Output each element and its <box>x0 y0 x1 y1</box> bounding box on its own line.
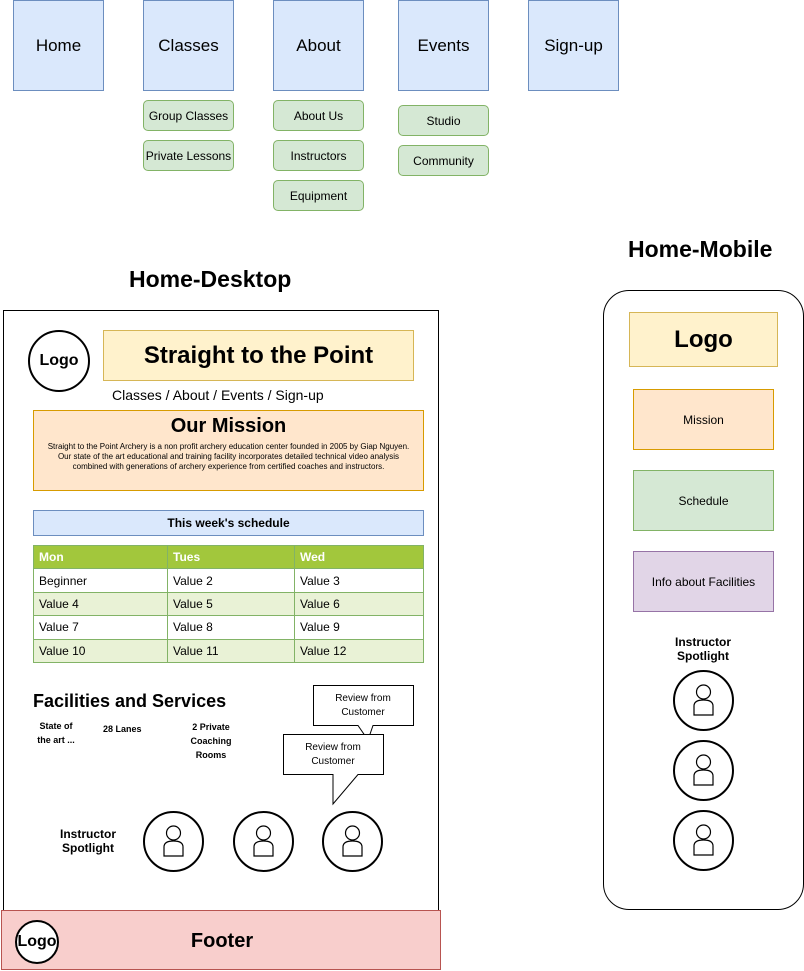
nav-about[interactable]: About <box>273 0 364 91</box>
user-icon <box>693 754 714 786</box>
table-row: Value 7 Value 8 Value 9 <box>33 615 424 640</box>
nav-home-label: Home <box>35 35 82 55</box>
mission-text: Straight to the Point Archery is a non p… <box>47 442 410 471</box>
instructor-avatar[interactable] <box>673 810 734 871</box>
facility-private-rooms: 2 Private Coaching Rooms <box>190 722 232 760</box>
user-icon <box>693 684 714 716</box>
mobile-logo[interactable]: Logo <box>629 312 778 367</box>
mobile-facilities-label: Info about Facilities <box>651 574 756 589</box>
table-cell: Value 10 <box>33 638 168 664</box>
footer: Footer <box>1 910 441 970</box>
desktop-heading: Home-Desktop <box>129 266 292 292</box>
footer-label-text: Footer <box>190 929 254 952</box>
nav-events[interactable]: Events <box>398 0 489 91</box>
instructor-avatar[interactable] <box>673 740 734 801</box>
mobile-instructor-spotlight-label: Instructor Spotlight <box>674 635 731 663</box>
nav-classes-label: Classes <box>158 35 219 55</box>
schedule-header-mon: Mon <box>33 544 168 570</box>
instructor-avatar[interactable] <box>143 811 204 872</box>
table-cell: Value 5 <box>167 591 295 617</box>
user-icon <box>693 824 714 856</box>
mobile-schedule-label: Schedule <box>678 493 729 508</box>
sub-community-label: Community <box>413 153 474 168</box>
schedule-header-wed: Wed <box>294 544 424 570</box>
nav-events-label: Events <box>417 35 470 55</box>
table-cell: Value 9 <box>294 615 424 640</box>
facility-state-of-art: State of the art ... <box>37 721 75 745</box>
schedule-header-row: Mon Tues Wed <box>33 544 424 570</box>
schedule-title-bar: This week's schedule <box>33 510 424 536</box>
user-icon <box>163 825 184 857</box>
desktop-logo[interactable]: Logo <box>28 330 90 392</box>
sub-equipment-label: Equipment <box>289 188 348 203</box>
schedule-title: This week's schedule <box>167 516 290 530</box>
table-cell: Value 4 <box>33 591 168 617</box>
desktop-logo-label: Logo <box>39 352 79 369</box>
footer-label: Footer <box>2 911 442 971</box>
user-icon <box>253 825 274 857</box>
sub-about-us-label: About Us <box>293 108 344 123</box>
review-1-text: Review from Customer <box>335 693 391 718</box>
footer-logo[interactable]: Logo <box>15 920 59 964</box>
mobile-mission-label: Mission <box>683 412 724 427</box>
instructor-avatar[interactable] <box>673 670 734 731</box>
site-banner: Straight to the Point <box>103 330 414 381</box>
table-cell: Value 6 <box>294 591 424 617</box>
nav-home[interactable]: Home <box>13 0 104 91</box>
nav-about-label: About <box>296 35 341 55</box>
review-2-text: Review from Customer <box>305 742 361 767</box>
user-icon <box>342 825 363 857</box>
footer-logo-label: Logo <box>17 933 57 950</box>
sub-group-classes-label: Group Classes <box>148 108 229 123</box>
mobile-facilities[interactable]: Info about Facilities <box>633 551 774 612</box>
desktop-instructor-spotlight-label: Instructor Spotlight <box>59 827 116 855</box>
mobile-logo-label: Logo <box>674 325 733 353</box>
mobile-schedule[interactable]: Schedule <box>633 470 774 531</box>
site-banner-title: Straight to the Point <box>143 341 374 369</box>
sub-private-lessons-label: Private Lessons <box>145 148 232 163</box>
table-cell: Value 3 <box>294 568 424 593</box>
review-callout-1: Review from Customer <box>313 685 414 741</box>
table-row: Value 10 Value 11 Value 12 <box>33 638 424 664</box>
schedule-table: Mon Tues Wed Beginner Value 2 Value 3 Va… <box>33 544 424 664</box>
sub-group-classes[interactable]: Group Classes <box>143 100 234 131</box>
instructor-avatar[interactable] <box>233 811 294 872</box>
table-cell: Beginner <box>33 568 168 593</box>
mobile-heading: Home-Mobile <box>628 236 773 262</box>
table-row: Value 4 Value 5 Value 6 <box>33 591 424 617</box>
facilities-title: Facilities and Services <box>33 691 227 711</box>
nav-classes[interactable]: Classes <box>143 0 234 91</box>
table-cell: Value 7 <box>33 615 168 640</box>
sub-instructors[interactable]: Instructors <box>273 140 364 171</box>
sub-studio[interactable]: Studio <box>398 105 489 136</box>
review-callout-1-shape <box>313 685 414 741</box>
sub-about-us[interactable]: About Us <box>273 100 364 131</box>
table-row: Beginner Value 2 Value 3 <box>33 568 424 593</box>
schedule-header-tues: Tues <box>167 544 295 570</box>
table-cell: Value 11 <box>167 638 295 664</box>
sub-private-lessons[interactable]: Private Lessons <box>143 140 234 171</box>
desktop-nav-links[interactable]: Classes / About / Events / Sign-up <box>112 387 324 403</box>
mission-title: Our Mission <box>170 415 287 437</box>
table-cell: Value 8 <box>167 615 295 640</box>
nav-signup-label: Sign-up <box>544 35 603 55</box>
sub-instructors-label: Instructors <box>290 148 347 163</box>
sub-studio-label: Studio <box>426 113 461 128</box>
facility-28-lanes: 28 Lanes <box>103 724 142 734</box>
mission-section: Our Mission Straight to the Point Archer… <box>33 410 424 491</box>
mobile-mission[interactable]: Mission <box>633 389 774 450</box>
sub-community[interactable]: Community <box>398 145 489 176</box>
review-callout-2: Review from Customer <box>283 734 384 806</box>
instructor-avatar[interactable] <box>322 811 383 872</box>
table-cell: Value 12 <box>294 638 424 664</box>
sub-equipment[interactable]: Equipment <box>273 180 364 211</box>
table-cell: Value 2 <box>167 568 295 593</box>
review-callout-2-shape <box>283 734 384 806</box>
nav-signup[interactable]: Sign-up <box>528 0 619 91</box>
